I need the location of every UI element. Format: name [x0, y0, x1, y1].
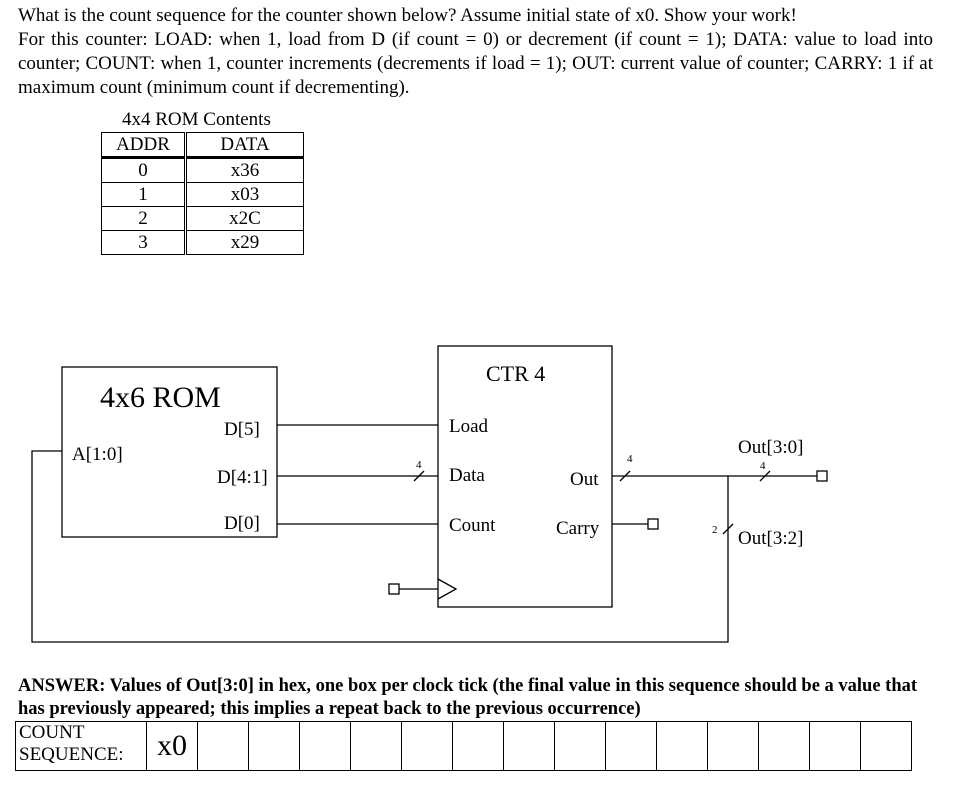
sequence-box[interactable]	[656, 721, 708, 771]
rom-d0-label: D[0]	[224, 513, 260, 534]
sequence-box[interactable]	[554, 721, 606, 771]
out32-label: Out[3:2]	[738, 528, 803, 549]
table-row: 3 x29	[101, 230, 304, 255]
addr-cell: 3	[101, 230, 187, 255]
data-cell: x29	[185, 230, 304, 255]
data-cell: x2C	[185, 206, 304, 231]
out30-label: Out[3:0]	[738, 437, 803, 458]
sequence-box[interactable]	[860, 721, 912, 771]
sequence-box[interactable]	[809, 721, 861, 771]
question-line-1: What is the count sequence for the count…	[18, 5, 797, 26]
rom-contents-table: ADDR DATA 0 x36 1 x03 2 x2C 3 x29	[101, 132, 304, 255]
counter-out-label: Out	[570, 469, 599, 490]
data-header: DATA	[185, 132, 304, 159]
sequence-label-line-2: SEQUENCE:	[19, 744, 124, 765]
addr-cell: 2	[101, 206, 187, 231]
carry-terminal	[647, 518, 659, 530]
table-row: 2 x2C	[101, 206, 304, 231]
answer-prompt: ANSWER: Values of Out[3:0] in hex, one b…	[18, 675, 938, 721]
clock-terminal	[388, 583, 400, 595]
count-sequence-table: COUNT SEQUENCE: x0	[15, 721, 912, 771]
rom-addr-label: A[1:0]	[72, 444, 123, 465]
rom-d41-label: D[4:1]	[217, 467, 268, 488]
counter-count-label: Count	[449, 515, 496, 536]
sequence-label-cell: COUNT SEQUENCE:	[15, 721, 147, 771]
feedback-width: 2	[712, 524, 718, 536]
sequence-box[interactable]	[299, 721, 351, 771]
counter-data-label: Data	[449, 465, 485, 486]
rom-table-caption: 4x4 ROM Contents	[122, 109, 271, 130]
out30-bus-slash	[759, 470, 771, 482]
sequence-box[interactable]	[503, 721, 555, 771]
sequence-box[interactable]	[197, 721, 249, 771]
out-bus-width: 4	[627, 453, 633, 465]
sequence-label-line-1: COUNT	[19, 722, 85, 743]
sequence-box[interactable]	[452, 721, 504, 771]
table-row: 0 x36	[101, 157, 304, 183]
sequence-box[interactable]	[605, 721, 657, 771]
question-line-2: For this counter: LOAD: when 1, load fro…	[18, 29, 933, 98]
table-header-row: ADDR DATA	[101, 132, 304, 159]
sequence-box[interactable]	[248, 721, 300, 771]
clock-triangle	[437, 578, 458, 600]
sequence-box[interactable]: x0	[146, 721, 198, 771]
sequence-box[interactable]	[350, 721, 402, 771]
table-row: 1 x03	[101, 182, 304, 207]
out-terminal	[816, 470, 828, 482]
sequence-row: COUNT SEQUENCE: x0	[15, 721, 912, 771]
rom-title: 4x6 ROM	[100, 381, 221, 414]
sequence-box[interactable]	[707, 721, 759, 771]
out-bus-slash	[619, 470, 631, 482]
counter-load-label: Load	[449, 416, 489, 437]
rom-d5-label: D[5]	[224, 419, 260, 440]
data-cell: x36	[185, 157, 304, 183]
answer-prompt-text: ANSWER: Values of Out[3:0] in hex, one b…	[18, 676, 918, 719]
counter-title: CTR 4	[486, 361, 545, 386]
data-bus-width: 4	[416, 459, 422, 471]
addr-header: ADDR	[101, 132, 187, 159]
question-text: What is the count sequence for the count…	[18, 4, 933, 100]
feedback-bus-slash	[722, 523, 734, 535]
rom-block	[61, 366, 278, 538]
sequence-box[interactable]	[401, 721, 453, 771]
out30-width: 4	[760, 460, 766, 472]
sequence-box[interactable]	[758, 721, 810, 771]
feedback-wire	[31, 450, 729, 643]
addr-cell: 1	[101, 182, 187, 207]
counter-carry-label: Carry	[556, 518, 600, 539]
data-bus-slash	[413, 470, 425, 482]
